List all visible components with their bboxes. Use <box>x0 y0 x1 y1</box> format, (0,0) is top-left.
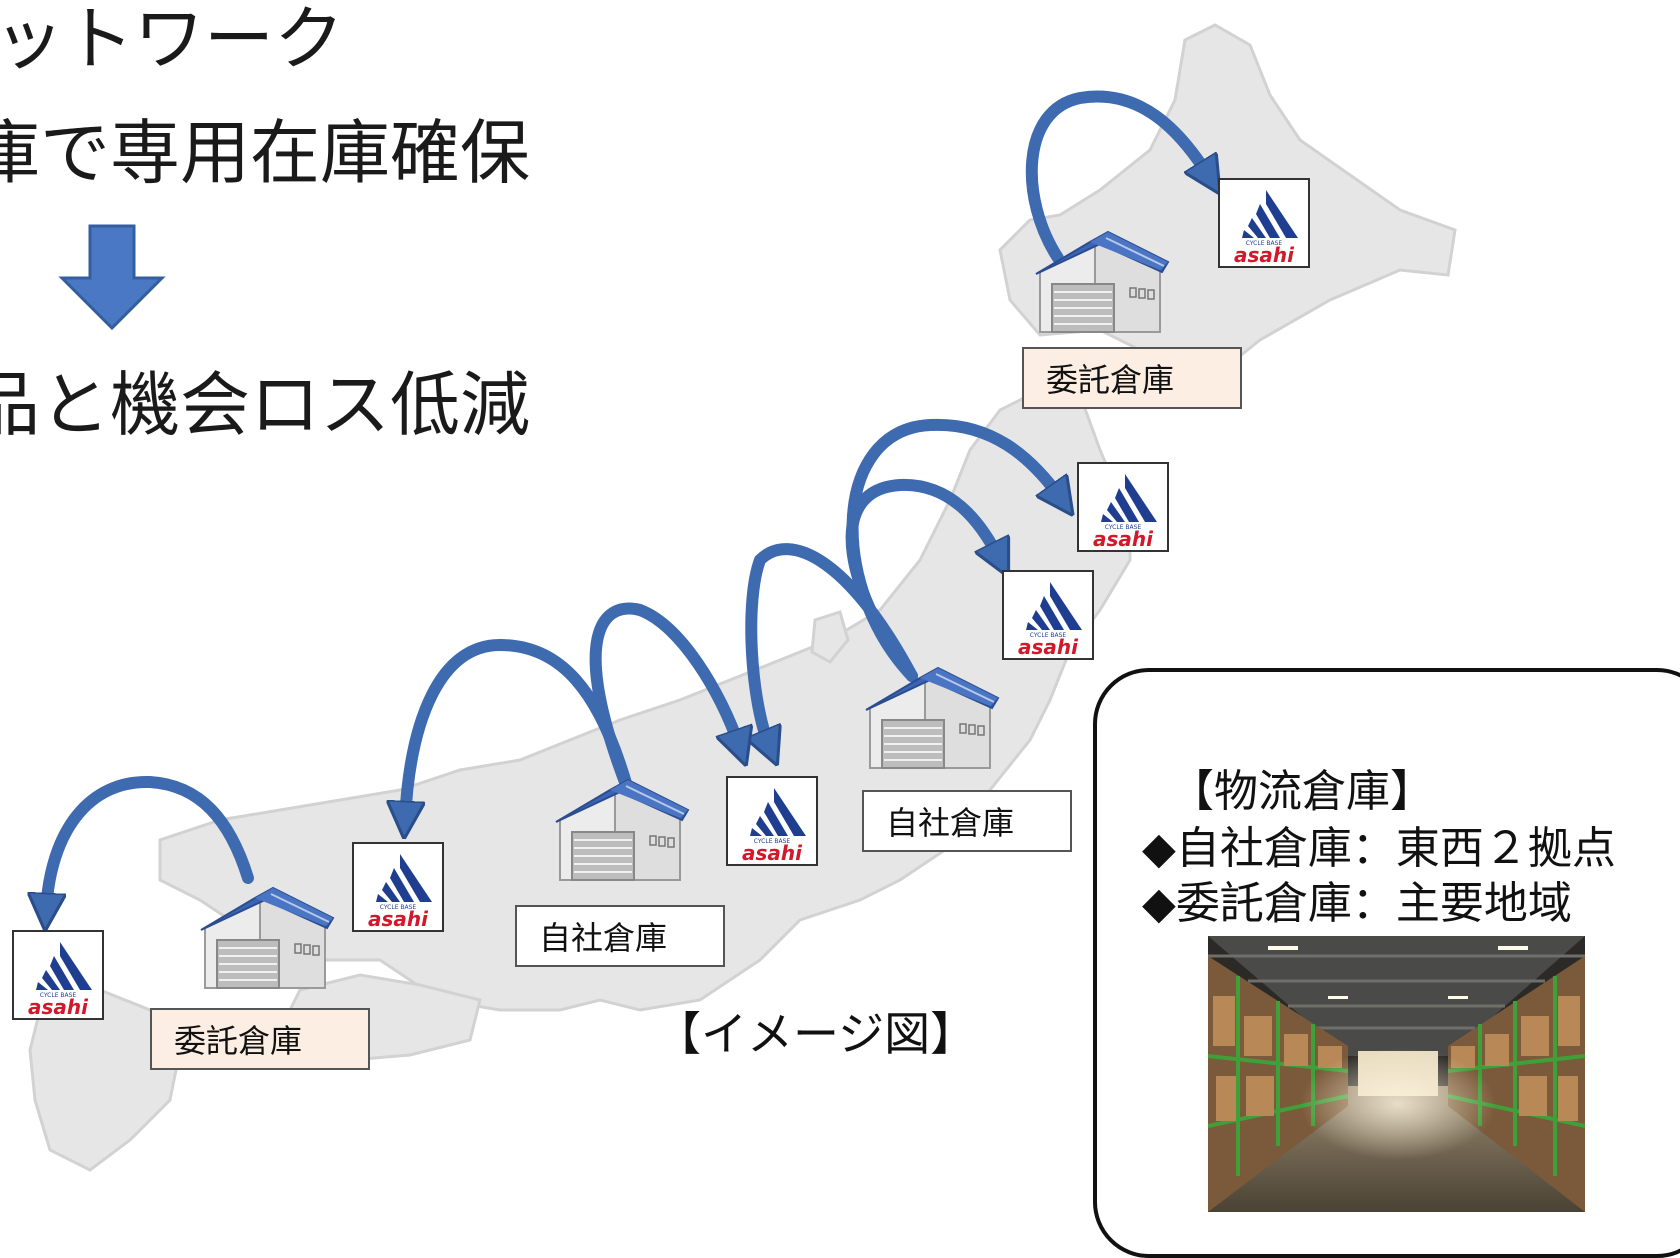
store-logo-tohoku-south: CYCLE BASE asahi <box>1002 570 1094 660</box>
headline-line-1: ットワーク <box>0 0 344 80</box>
logo-brand-text: asahi <box>28 995 89 1018</box>
arrow-hokkaido <box>1025 90 1210 264</box>
warehouse-interior-photo <box>1208 936 1585 1212</box>
brand-mark-icon <box>36 942 92 990</box>
info-item-own: ◆自社倉庫：東西２拠点 <box>1142 823 1616 874</box>
info-heading: 【物流倉庫】 <box>1170 766 1434 817</box>
image-caption: 【イメージ図】 <box>655 1007 977 1061</box>
headline-line-2: 庫で専用在庫確保 <box>0 112 530 194</box>
headline-line-3: 品と機会ロス低減 <box>0 364 530 446</box>
logo-brand-text: asahi <box>742 841 803 864</box>
arrow-west-to-kyushu <box>46 775 254 912</box>
store-logo-central-west: CYCLE BASE asahi <box>352 842 444 932</box>
down-arrow-icon <box>58 224 166 331</box>
store-logo-hokkaido: CYCLE BASE asahi <box>1218 178 1310 268</box>
logo-brand-text: asahi <box>1234 243 1295 266</box>
logo-small-text: CYCLE BASE <box>1105 524 1142 531</box>
logo-small-text: CYCLE BASE <box>1246 240 1283 247</box>
brand-mark-icon <box>750 788 806 836</box>
info-item-consign: ◆委託倉庫：主要地域 <box>1142 878 1572 929</box>
label-own-central: 自社倉庫 <box>515 905 725 967</box>
logo-brand-text: asahi <box>1018 635 1079 658</box>
delivery-arrows <box>46 90 1210 912</box>
arrow-central-to-east <box>589 602 740 796</box>
store-logo-tohoku-north: CYCLE BASE asahi <box>1077 462 1169 552</box>
brand-mark-icon <box>1026 582 1082 630</box>
logo-brand-text: asahi <box>1093 527 1154 550</box>
logo-small-text: CYCLE BASE <box>754 838 791 845</box>
arrow-east-to-central <box>751 543 918 748</box>
label-consign-west: 委託倉庫 <box>150 1008 370 1070</box>
brand-mark-icon <box>376 854 432 902</box>
logo-small-text: CYCLE BASE <box>1030 632 1067 639</box>
brand-mark-icon <box>1242 190 1298 238</box>
store-logo-central-east: CYCLE BASE asahi <box>726 776 818 866</box>
logo-small-text: CYCLE BASE <box>40 992 77 999</box>
label-consign-hokkaido: 委託倉庫 <box>1022 347 1242 409</box>
logo-small-text: CYCLE BASE <box>380 904 417 911</box>
arrow-central-to-west <box>405 638 634 820</box>
label-own-east: 自社倉庫 <box>862 790 1072 852</box>
store-logo-kyushu: CYCLE BASE asahi <box>12 930 104 1020</box>
brand-mark-icon <box>1101 474 1157 522</box>
logo-brand-text: asahi <box>368 907 429 930</box>
